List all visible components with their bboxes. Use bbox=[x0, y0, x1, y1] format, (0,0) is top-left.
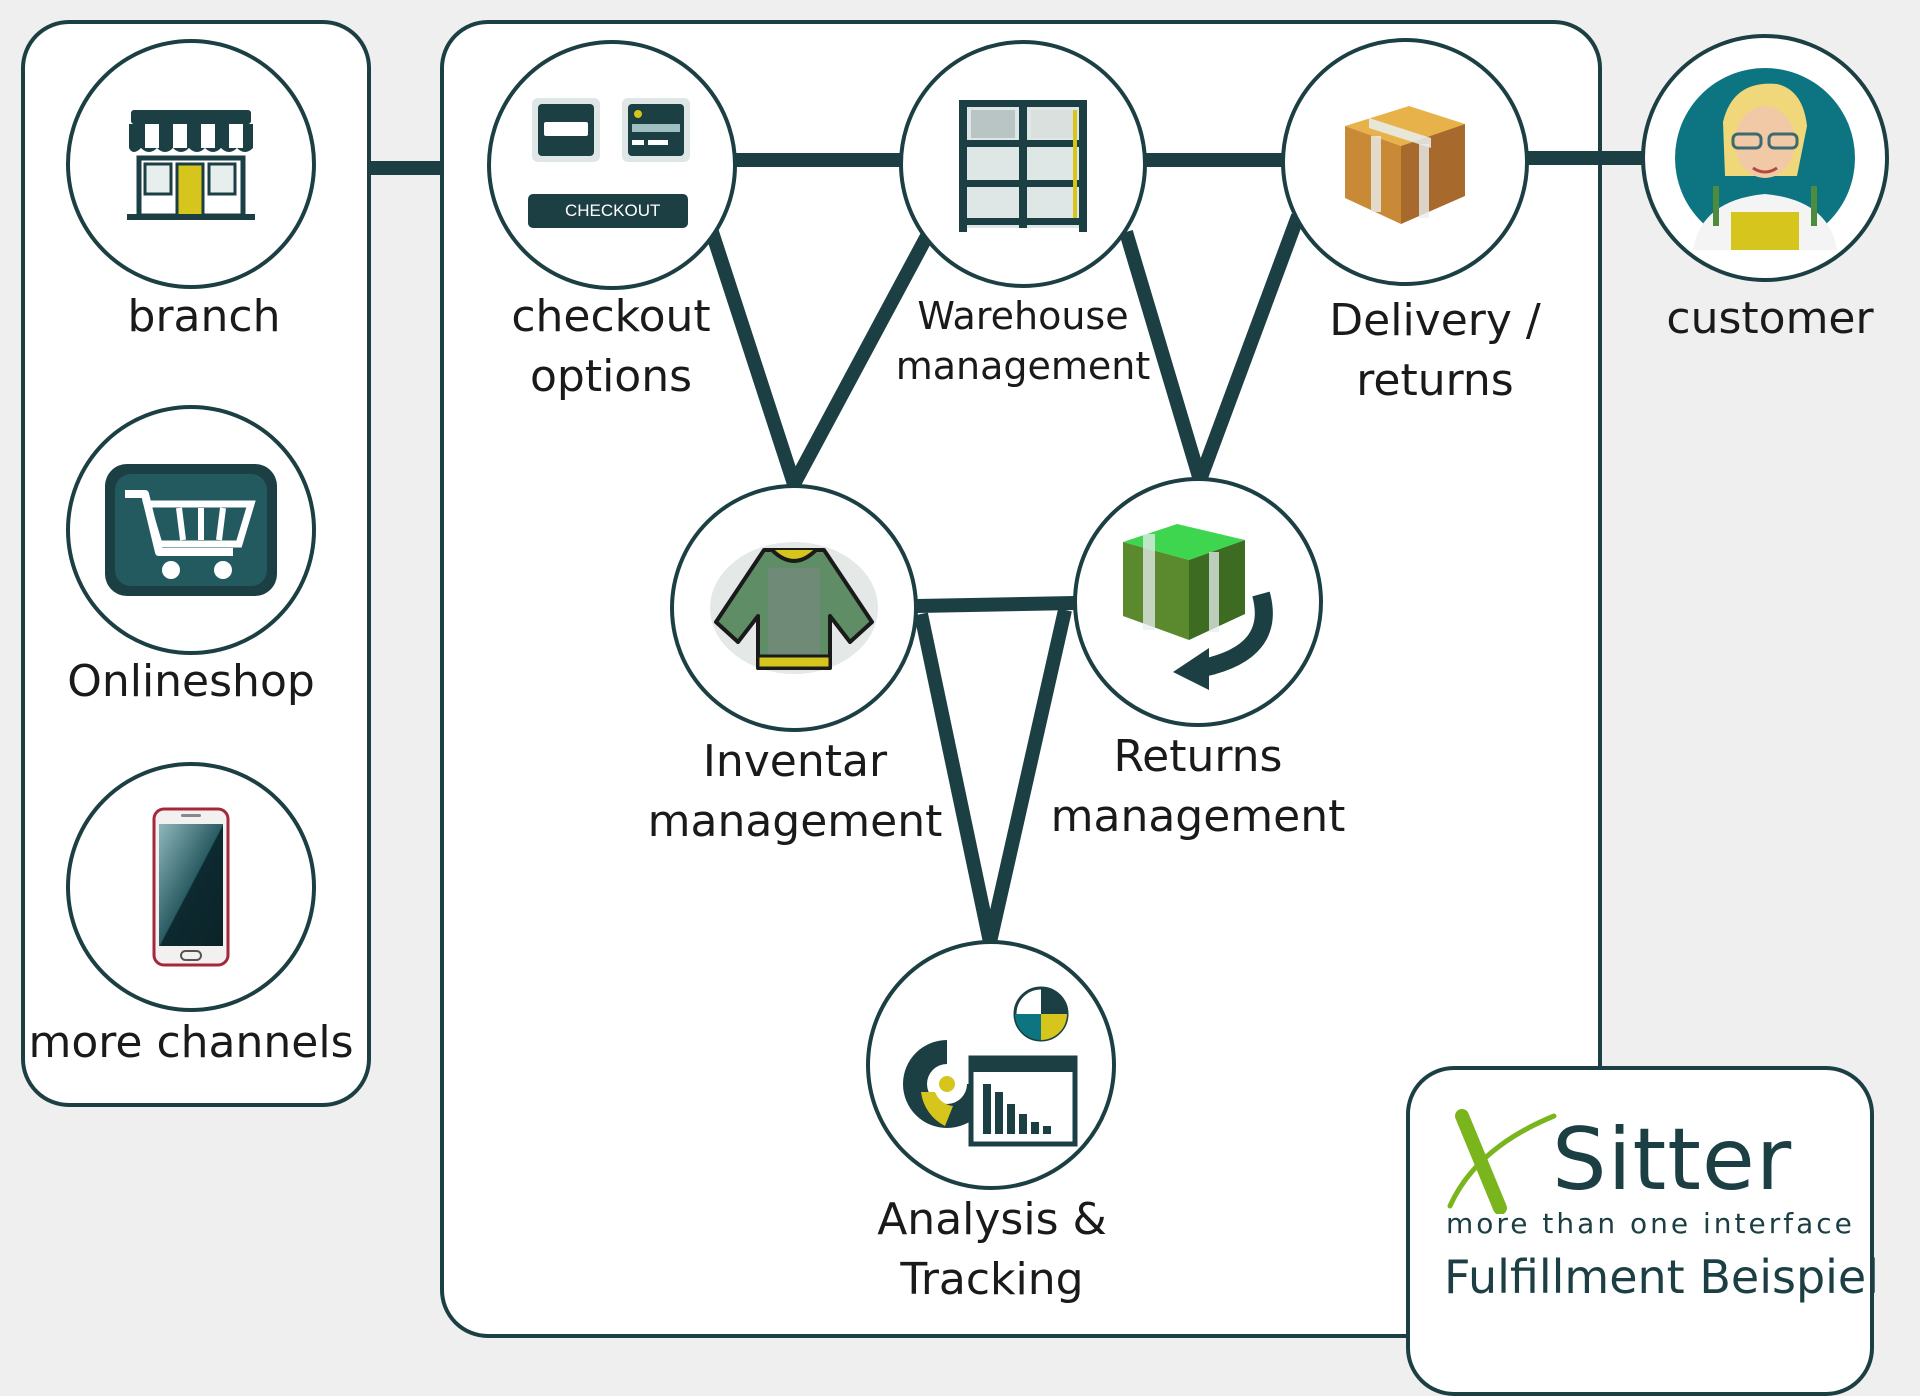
analysis-label-line1: Analysis & bbox=[877, 1194, 1107, 1245]
more-channels-node bbox=[66, 762, 316, 1012]
connector-returns-analysis bbox=[983, 608, 1072, 944]
delivery-label: Delivery / returns bbox=[1329, 291, 1540, 411]
brand-subtitle: Fulfillment Beispiel bbox=[1444, 1250, 1880, 1304]
customer-label: customer bbox=[1666, 293, 1874, 344]
onlineshop-label: Onlineshop bbox=[67, 656, 315, 707]
xsitter-logo-x-icon bbox=[1447, 1109, 1557, 1214]
connector-warehouse-returns bbox=[1119, 229, 1207, 483]
returns-node bbox=[1073, 477, 1323, 727]
inventory-label: Inventar management bbox=[648, 732, 943, 852]
analysis-label: Analysis & Tracking bbox=[877, 1190, 1107, 1310]
return-box-icon bbox=[1123, 524, 1273, 690]
inventory-node bbox=[670, 484, 918, 732]
inventory-label-line1: Inventar bbox=[702, 736, 888, 787]
smartphone-icon bbox=[152, 807, 230, 967]
payment-cards-icon bbox=[528, 98, 690, 228]
warehouse-label-line2: management bbox=[895, 344, 1151, 388]
brand-tagline: more than one interface bbox=[1446, 1207, 1855, 1240]
connector-inventory-returns bbox=[916, 596, 1076, 613]
branch-node bbox=[66, 39, 316, 289]
sweater-icon bbox=[710, 542, 878, 674]
analysis-label-line2: Tracking bbox=[900, 1254, 1084, 1305]
customer-avatar-icon bbox=[1675, 68, 1855, 250]
connector-warehouse-inventory bbox=[787, 232, 934, 488]
returns-label-line2: management bbox=[1050, 791, 1346, 842]
inventory-label-line2: management bbox=[647, 796, 943, 847]
delivery-node bbox=[1281, 38, 1529, 286]
brand-name: Sitter bbox=[1552, 1110, 1793, 1210]
onlineshop-node bbox=[66, 405, 316, 655]
analytics-chart-icon bbox=[903, 986, 1078, 1147]
connector-delivery-returns bbox=[1193, 213, 1305, 483]
more-channels-label: more channels bbox=[28, 1017, 354, 1068]
branch-label: branch bbox=[127, 291, 281, 342]
parcel-box-icon bbox=[1345, 106, 1465, 224]
connector-inventory-analysis bbox=[914, 612, 997, 944]
checkout-node bbox=[487, 40, 737, 290]
customer-node bbox=[1641, 34, 1889, 282]
returns-label: Returns management bbox=[1051, 727, 1346, 847]
checkout-label-line2: options bbox=[529, 351, 693, 402]
brand-panel bbox=[1406, 1066, 1874, 1396]
warehouse-label-line1: Warehouse bbox=[917, 294, 1129, 338]
warehouse-node bbox=[899, 40, 1147, 288]
warehouse-label: Warehouse management bbox=[896, 291, 1151, 391]
checkout-label-line1: checkout bbox=[511, 291, 711, 342]
delivery-label-line2: returns bbox=[1356, 355, 1514, 406]
analysis-node bbox=[866, 940, 1116, 1190]
checkout-label: checkout options bbox=[511, 287, 710, 407]
connector-checkout-inventory bbox=[705, 229, 801, 487]
delivery-label-line1: Delivery / bbox=[1329, 295, 1541, 346]
returns-label-line1: Returns bbox=[1113, 731, 1283, 782]
storefront-icon bbox=[127, 110, 255, 220]
shopping-cart-icon bbox=[105, 464, 277, 596]
warehouse-shelf-icon bbox=[959, 100, 1087, 232]
checkout-button-text: CHECKOUT bbox=[565, 201, 661, 220]
